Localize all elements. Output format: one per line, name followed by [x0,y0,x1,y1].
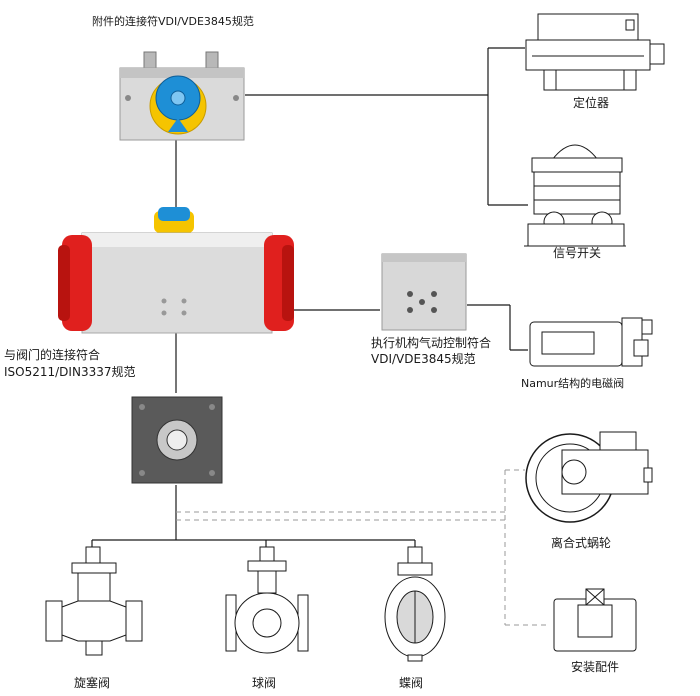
mounting-kit-label: 安装配件 [571,660,620,674]
ball-valve-device [225,546,309,654]
coupling-bracket [131,396,223,484]
worm-gear-device [525,431,653,523]
actuator-air-control-label-line2: VDI/VDE3845规范 [371,352,476,366]
butterfly-valve-label: 蝶阀 [399,676,424,690]
solenoid-valve-device [529,317,653,367]
actuator-air-control-label-line1: 执行机构气动控制符合 [371,336,492,350]
mounting-kit-device [553,588,637,652]
pneumatic-actuator [58,207,294,334]
positioner-device [525,13,665,91]
plug-valve-device [45,546,143,656]
limit-switch-device [524,144,626,247]
positioner-label: 定位器 [573,96,610,110]
limit-switch-label: 信号开关 [553,246,602,260]
accessory-bracket [119,51,245,141]
valve-interface-label-line2: ISO5211/DIN3337规范 [4,365,136,379]
valve-interface-label-line1: 与阀门的连接符合 [4,348,101,362]
accessory-interface-label: 附件的连接符VDI/VDE3845规范 [92,15,254,28]
plug-valve-label: 旋塞阀 [74,676,111,690]
ball-valve-label: 球阀 [252,676,277,690]
worm-gear-label: 离合式蜗轮 [551,536,612,550]
butterfly-valve-device [384,546,446,662]
solenoid-valve-label: Namur结构的电磁阀 [521,377,625,390]
namur-interface-block [381,253,467,331]
